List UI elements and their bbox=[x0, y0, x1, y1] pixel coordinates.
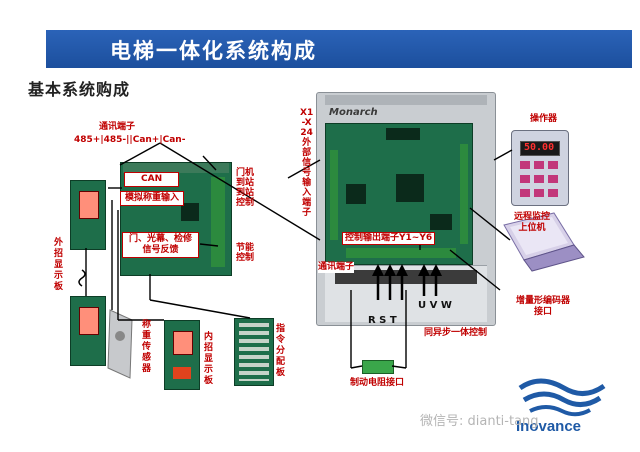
sync-async-label: 同异步一体控制 bbox=[424, 328, 488, 338]
inner-display-board bbox=[164, 320, 200, 390]
comm-terminal-top-label: 通讯端子 bbox=[99, 122, 136, 132]
remote-monitor-label: 远程监控 上位机 bbox=[514, 212, 551, 233]
brake-resistor-label: 制动电阻接口 bbox=[350, 378, 405, 388]
weigh-sensor-label: 称 重 传 感 器 bbox=[142, 320, 152, 374]
comm-protocols-label: 485+|485-||Can+|Can- bbox=[74, 135, 186, 145]
operator-panel: 50.00 bbox=[511, 130, 569, 206]
drive-unit-top bbox=[325, 95, 487, 105]
weigh-sensor bbox=[104, 306, 138, 386]
outer-display-board-1 bbox=[70, 180, 106, 250]
comm-terminal-mid-label: 通讯端子 bbox=[318, 262, 355, 273]
x-inputs-label: X1 -X 24 外 部 信 号 输 入 端 子 bbox=[300, 108, 314, 218]
title-banner: 电梯一体化系统构成 bbox=[46, 30, 632, 68]
control-output-label: 控制输出端子Y1~Y6 bbox=[342, 232, 436, 245]
outer-display-label: 外 招 显 示 板 bbox=[54, 238, 64, 292]
command-board bbox=[234, 318, 274, 386]
inner-display-label: 内 招 显 示 板 bbox=[204, 332, 214, 386]
uvw-label: U V W bbox=[418, 300, 452, 311]
brake-resistor-block bbox=[362, 360, 394, 374]
energy-save-label: 节能 控制 bbox=[236, 243, 255, 263]
subtitle: 基本系统购成 bbox=[28, 80, 131, 99]
brand-on-unit: Monarch bbox=[329, 107, 378, 118]
inovance-logo: Inovance bbox=[516, 372, 606, 442]
watermark: 微信号: dianti-tang bbox=[420, 414, 539, 429]
command-board-label: 指 令 分 配 板 bbox=[276, 324, 286, 378]
outer-display-board-2 bbox=[70, 296, 106, 366]
encoder-label: 增量形编码器 接口 bbox=[516, 296, 571, 317]
operator-display-value: 50.00 bbox=[524, 142, 555, 153]
can-label: CAN bbox=[124, 172, 180, 187]
page-title: 电梯一体化系统构成 bbox=[110, 38, 317, 63]
operator-label: 操作器 bbox=[530, 114, 558, 124]
logo-text: Inovance bbox=[516, 418, 582, 435]
analog-input-label: 模拟称重输入 bbox=[120, 191, 185, 206]
operator-display: 50.00 bbox=[520, 141, 560, 156]
rst-label: R S T bbox=[368, 315, 397, 326]
door-arrival-label: 门机 到站 到站 控制 bbox=[236, 168, 255, 208]
laptop-image bbox=[494, 205, 594, 275]
door-signal-label: 门、光幕、检修 信号反馈 bbox=[122, 232, 200, 258]
